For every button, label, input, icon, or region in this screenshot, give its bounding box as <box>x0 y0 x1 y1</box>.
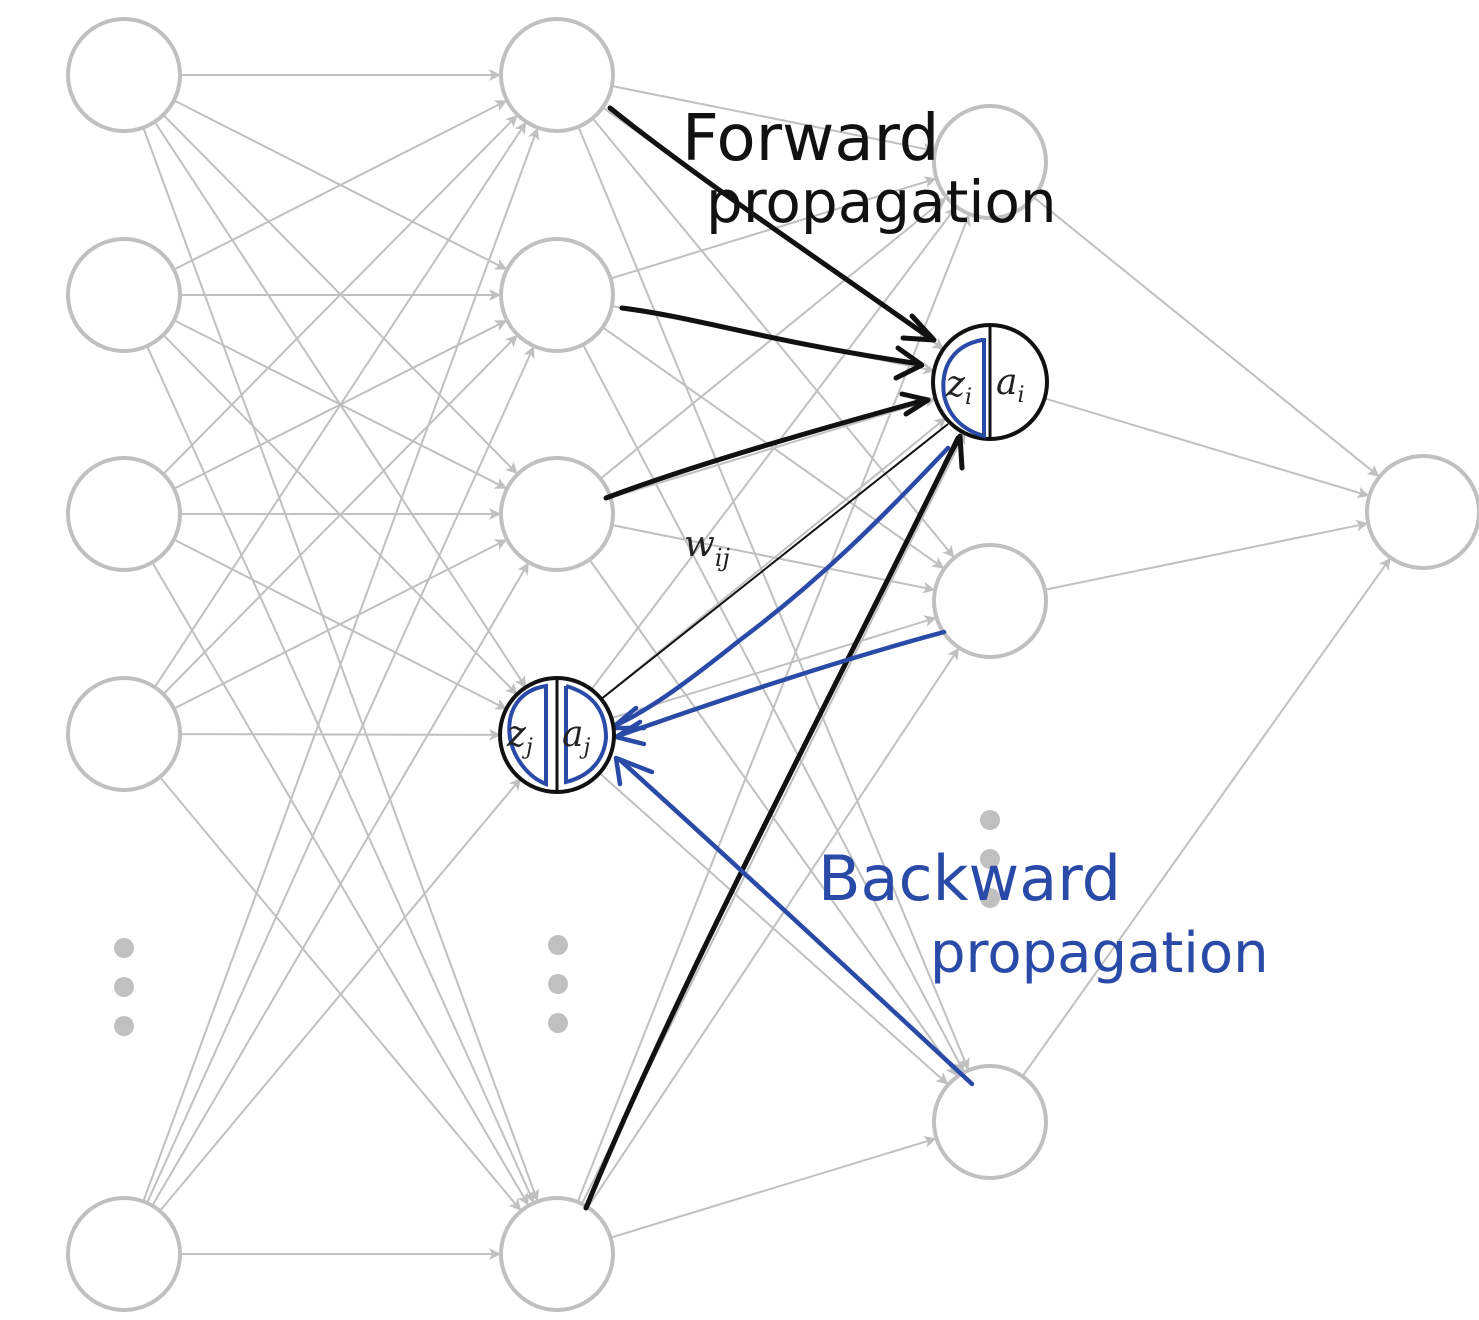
edge-l0-n3-to-n2 <box>173 539 508 710</box>
edge-l0-n1-to-n0 <box>173 100 508 271</box>
edge-l2-n3-to-n0 <box>1021 557 1391 1077</box>
node-layer1-0 <box>499 17 615 133</box>
neuron-i-a-label: ai <box>996 362 1025 408</box>
node-layer1-4 <box>499 1196 615 1312</box>
edge-l1-n0-to-n3 <box>577 126 970 1071</box>
forward-arrows <box>583 105 965 1211</box>
node-layer1-1 <box>499 237 615 353</box>
edge-l1-n3-to-n0 <box>589 206 957 691</box>
node-layer0-4 <box>66 1196 182 1312</box>
edge-l2-n1-to-n0 <box>1043 397 1370 499</box>
edge-l0-n3-to-n3 <box>179 728 502 741</box>
node-layer3-0 <box>1365 454 1479 570</box>
edge-l0-n3-to-n4 <box>159 776 522 1211</box>
network-edges <box>142 69 1391 1260</box>
svg-text:propagation: propagation <box>706 168 1057 236</box>
weight-line-wij <box>599 423 949 701</box>
neuron-j: zj aj <box>498 676 616 794</box>
weight-label: wij <box>684 524 731 572</box>
edge-l1-n0-to-n0 <box>611 85 936 155</box>
node-layer1-2 <box>499 456 615 572</box>
edge-l1-n2-to-n2 <box>611 524 936 594</box>
ellipsis-hidden1-layer <box>548 935 568 1033</box>
svg-text:Backward: Backward <box>818 842 1121 915</box>
neuron-j-a-label: aj <box>562 714 590 760</box>
svg-text:propagation: propagation <box>930 921 1269 986</box>
ellipsis-hidden2-layer <box>980 810 1000 908</box>
edge-l1-n4-to-n0 <box>576 214 971 1203</box>
neuron-j-z-label: zj <box>506 714 533 760</box>
edge-l0-n2-to-n0 <box>162 114 518 475</box>
edge-l2-n0-to-n0 <box>1032 196 1380 477</box>
ellipsis-input-layer <box>114 938 134 1036</box>
forward-propagation-label: Forward propagation <box>682 102 1057 236</box>
node-layer0-1 <box>66 237 182 353</box>
edge-l0-n3-to-n0 <box>153 121 527 688</box>
node-layer2-0 <box>932 104 1048 220</box>
svg-text:Forward: Forward <box>682 102 939 176</box>
edge-l1-n3-to-n2 <box>610 615 937 720</box>
edge-l0-n4-to-n1 <box>146 346 535 1204</box>
neuron-i-z-label: zi <box>945 364 972 410</box>
edge-l0-n4-to-n3 <box>159 777 522 1212</box>
node-layer2-2 <box>932 543 1048 659</box>
edge-l1-n4-to-n3 <box>610 1136 937 1239</box>
backward-propagation-label: Backward propagation <box>818 842 1269 986</box>
node-layer0-3 <box>66 676 182 792</box>
node-layer2-3 <box>932 1064 1048 1180</box>
edge-l2-n2-to-n0 <box>1044 519 1369 591</box>
edge-l1-n3-to-n1 <box>599 417 947 701</box>
edge-l0-n3-to-n1 <box>162 334 518 695</box>
network-nodes <box>66 17 1479 1312</box>
edge-l0-n4-to-n2 <box>151 562 529 1207</box>
node-layer0-0 <box>66 17 182 133</box>
neuron-i: zi ai <box>931 323 1049 441</box>
edge-l1-n4-to-n2 <box>587 647 960 1208</box>
edge-l0-n4-to-n0 <box>142 127 540 1202</box>
node-layer0-2 <box>66 456 182 572</box>
backward-arrows <box>609 445 975 1087</box>
